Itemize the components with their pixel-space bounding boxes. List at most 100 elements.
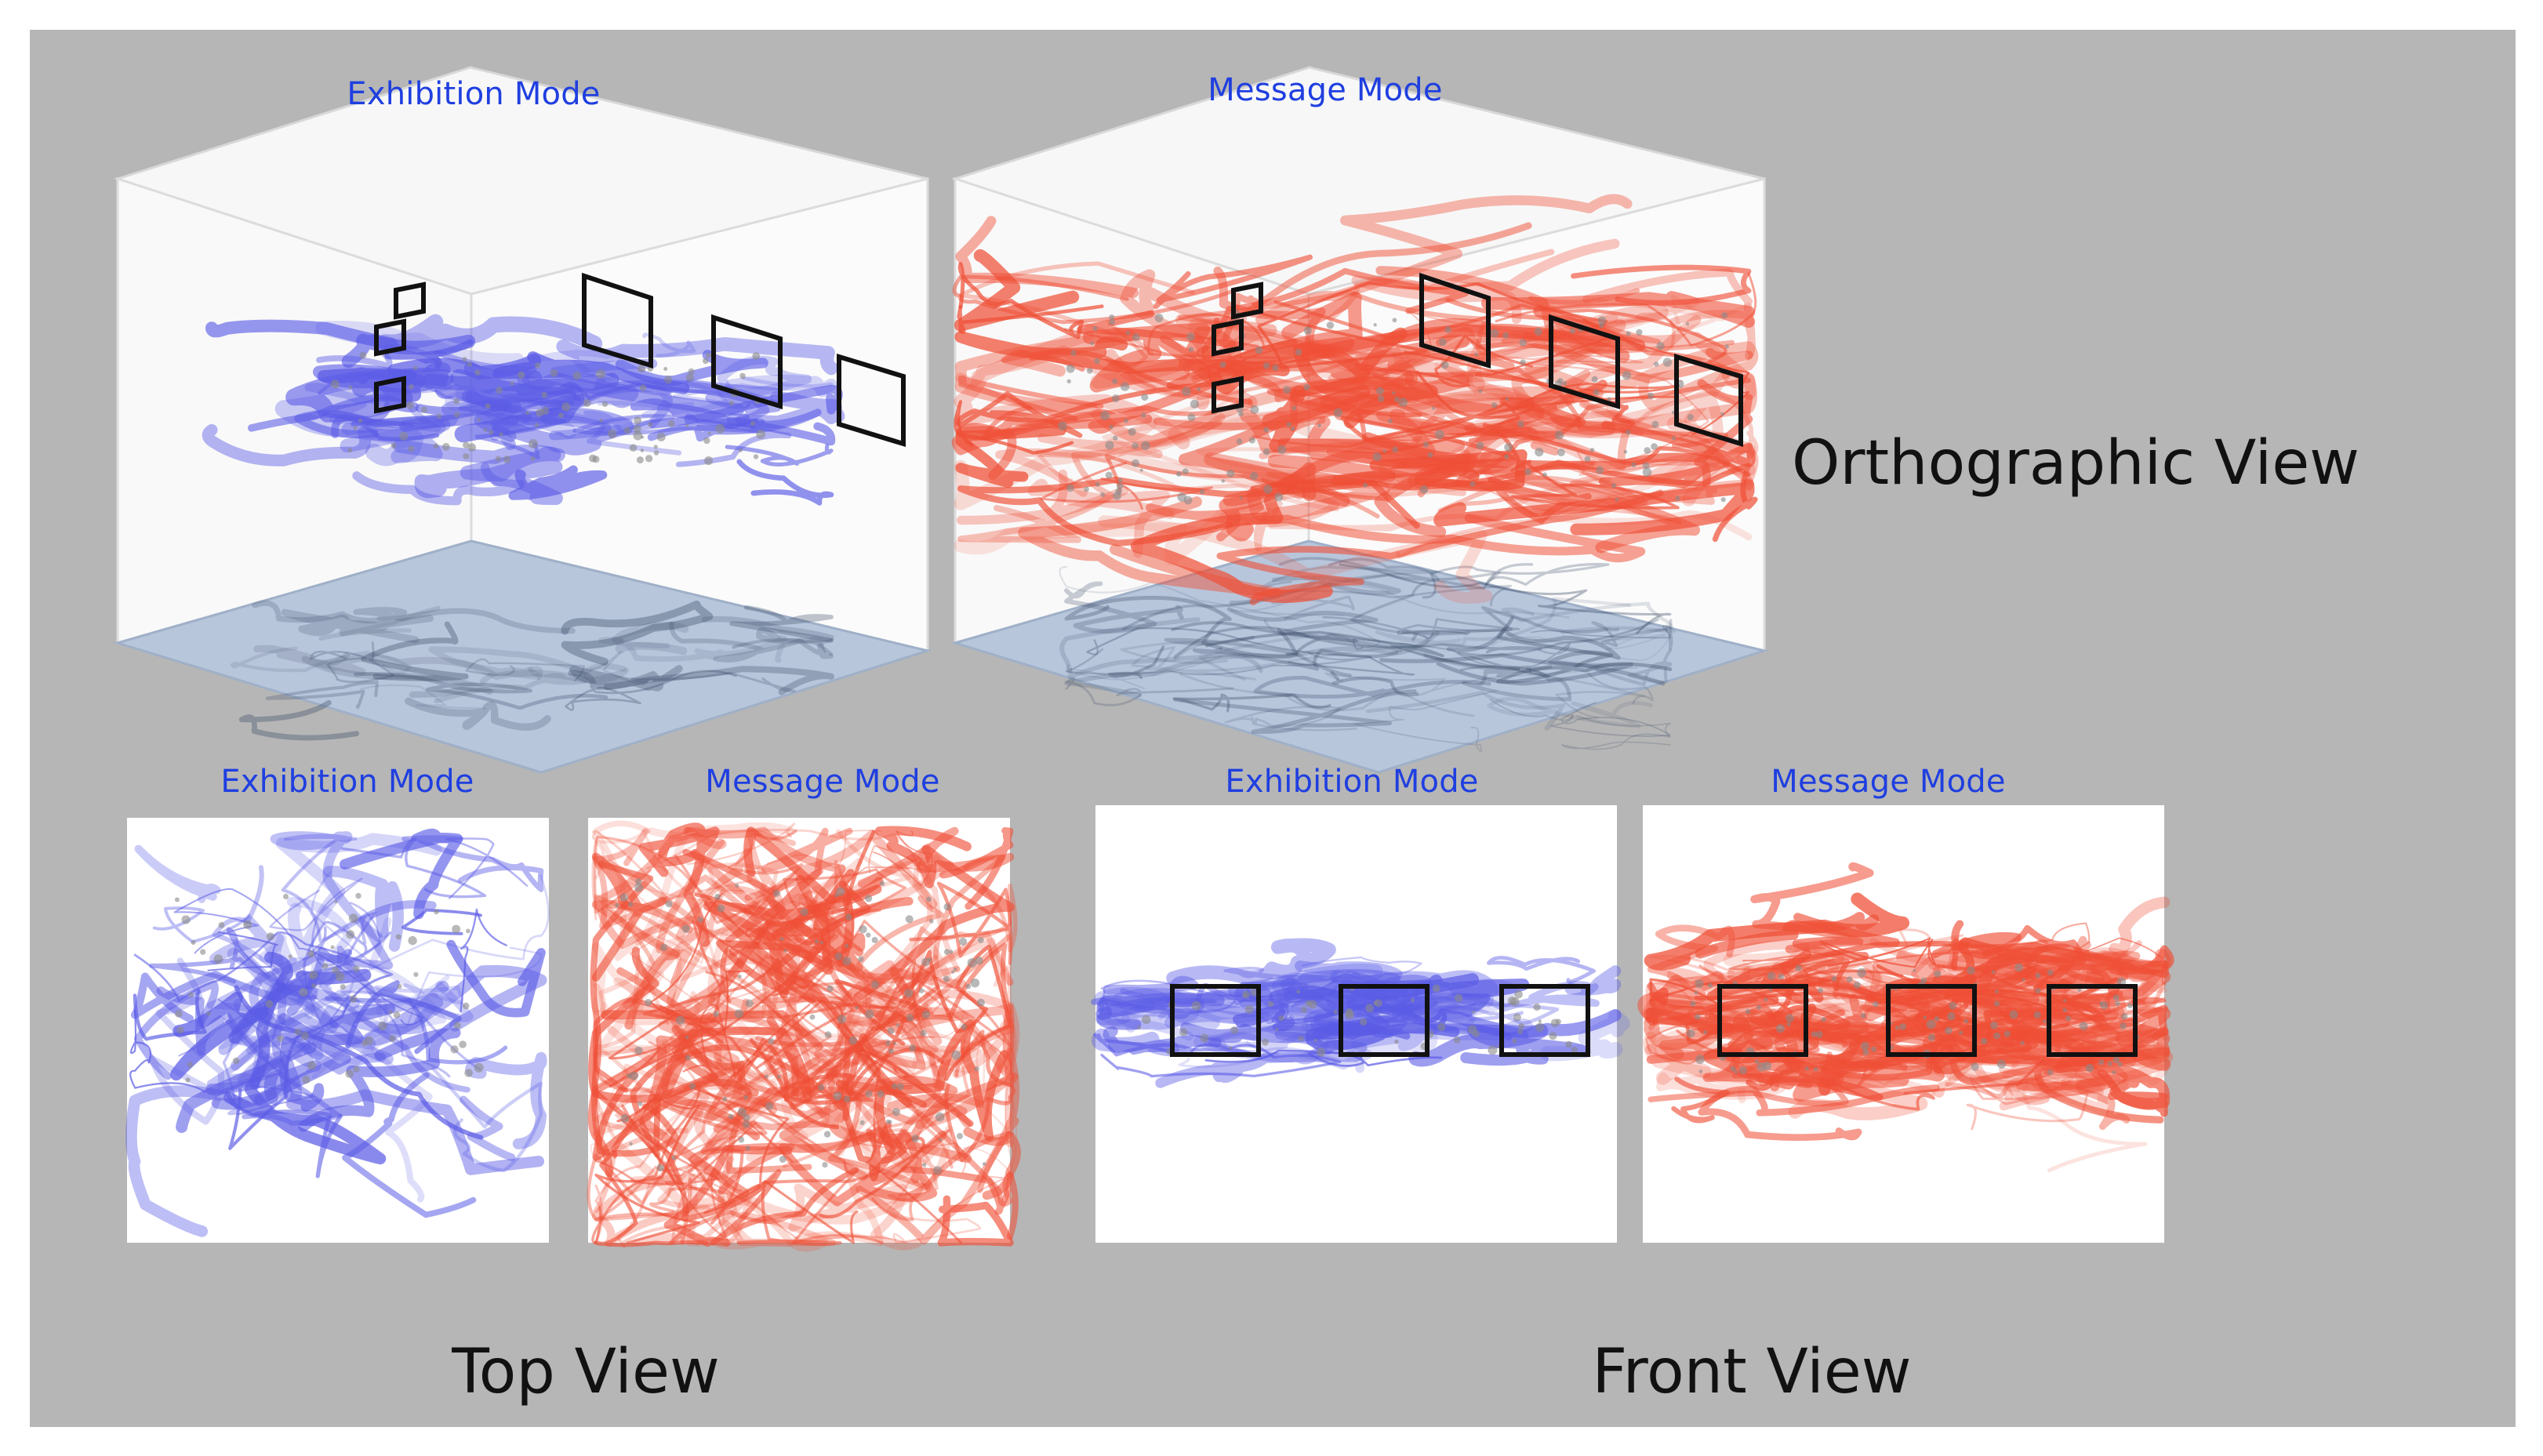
trajectory-path <box>593 1048 768 1174</box>
position-point <box>824 1031 832 1039</box>
position-point <box>967 958 977 968</box>
position-point <box>1490 329 1499 338</box>
trajectory-path <box>1224 706 1357 732</box>
position-point <box>1895 1026 1900 1030</box>
exhibit-frame <box>1499 984 1590 1057</box>
position-point <box>834 952 843 960</box>
position-point <box>322 963 329 970</box>
position-point <box>1120 382 1130 391</box>
trajectory-path <box>1253 675 1491 699</box>
trajectory-path <box>1732 1033 1804 1087</box>
exhibit-frame <box>1339 984 1430 1057</box>
trajectory-path <box>738 928 942 1150</box>
trajectory-path <box>692 1077 859 1244</box>
front-view-title: Front View <box>1592 1337 1912 1407</box>
position-point <box>906 1014 914 1022</box>
position-point <box>1524 468 1531 476</box>
position-point <box>331 966 340 975</box>
position-point <box>1472 1010 1476 1014</box>
position-point <box>388 1035 396 1042</box>
trajectory-path <box>889 967 1015 1077</box>
position-point <box>783 949 787 953</box>
position-point <box>629 444 638 452</box>
position-point <box>1631 462 1637 467</box>
position-point <box>2085 1064 2094 1073</box>
trajectory-path <box>340 419 446 464</box>
position-point <box>300 1031 310 1040</box>
position-point <box>1124 418 1128 423</box>
trajectory-path <box>2062 989 2163 1023</box>
trajectory-path <box>701 615 834 644</box>
position-point <box>1228 1046 1233 1050</box>
trajectory-path <box>491 408 634 456</box>
position-point <box>1721 312 1728 319</box>
trajectory-path <box>460 1095 516 1161</box>
trajectory-path <box>856 1047 1020 1245</box>
position-point <box>1262 448 1270 456</box>
position-point <box>599 419 604 423</box>
position-point <box>1662 358 1673 367</box>
position-point <box>2035 988 2041 994</box>
trajectory-path <box>319 945 470 1093</box>
trajectory-path <box>884 1156 982 1244</box>
trajectory-path <box>253 1003 396 1106</box>
trajectory-path <box>1131 634 1430 681</box>
position-point <box>176 1026 184 1034</box>
exhibit-frame <box>1212 376 1244 414</box>
position-point <box>353 1066 360 1073</box>
position-point <box>1756 1062 1766 1072</box>
position-point <box>1562 380 1568 386</box>
position-point <box>477 418 481 422</box>
position-point <box>1221 479 1226 483</box>
trajectory-path <box>1671 1076 1730 1124</box>
position-point <box>1926 1019 1936 1029</box>
position-point <box>737 974 742 979</box>
position-point <box>1267 1000 1274 1008</box>
position-point <box>466 928 470 934</box>
trajectory-path <box>1120 641 1230 664</box>
position-point <box>1109 319 1115 325</box>
position-point <box>685 1055 691 1061</box>
trajectory-path <box>1564 965 1622 996</box>
trajectory-path <box>587 1026 761 1178</box>
position-point <box>1857 968 1866 978</box>
trajectory-path <box>1645 1019 1748 1065</box>
position-point <box>517 371 525 379</box>
trajectory-path <box>926 1034 1012 1135</box>
position-point <box>1300 1006 1308 1014</box>
trajectory-path <box>1955 977 2118 1018</box>
position-point <box>463 441 470 448</box>
position-point <box>1517 420 1524 428</box>
position-point <box>1804 1066 1809 1071</box>
position-point <box>773 889 780 897</box>
position-point <box>800 908 808 917</box>
trajectory-path <box>202 419 451 467</box>
position-point <box>530 456 536 461</box>
position-point <box>561 402 571 412</box>
position-point <box>703 358 709 365</box>
trajectory-path <box>955 345 1157 395</box>
position-point <box>842 957 852 966</box>
position-point <box>1238 411 1244 417</box>
trajectory-path <box>1496 616 1673 684</box>
position-point <box>463 453 470 459</box>
position-point <box>1278 1015 1284 1022</box>
position-point <box>697 917 703 923</box>
position-point <box>1183 496 1193 505</box>
position-point <box>1398 398 1408 407</box>
trajectory-path <box>2031 1052 2174 1096</box>
position-point <box>206 1011 211 1016</box>
trajectory-path <box>1481 291 1756 329</box>
position-point <box>1611 483 1617 488</box>
position-point <box>779 1156 787 1163</box>
trajectory-path <box>1253 464 1466 552</box>
trajectory-path <box>1153 254 1313 310</box>
trajectory-path <box>148 957 236 1125</box>
position-point <box>1263 427 1270 433</box>
trajectory-path <box>649 893 750 1035</box>
position-point <box>1374 999 1382 1008</box>
position-point <box>1113 435 1118 441</box>
position-point <box>1375 387 1384 395</box>
position-point <box>1298 1036 1304 1042</box>
trajectory-path <box>1266 461 1594 519</box>
